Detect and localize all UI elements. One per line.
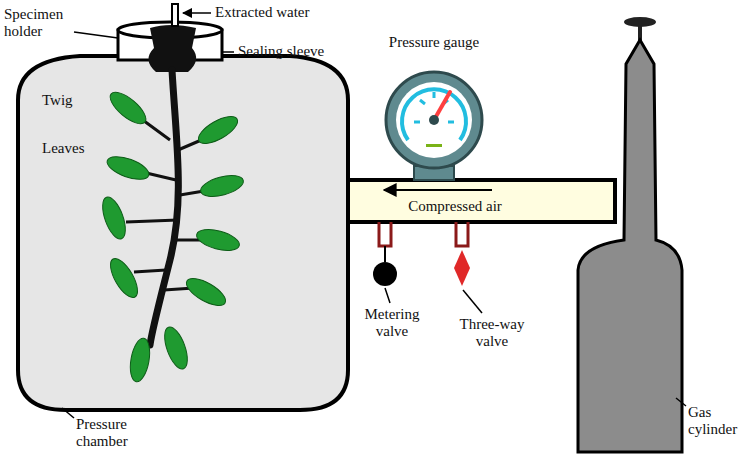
part-label: Compressed air	[408, 198, 502, 215]
valve-stem	[456, 222, 468, 246]
gauge-hub	[429, 115, 439, 125]
leader-line	[74, 32, 118, 38]
flow-arrow	[384, 189, 492, 191]
water-tube	[172, 4, 178, 26]
three-way-valve	[454, 250, 470, 286]
pressure-chamber	[18, 56, 348, 410]
leader-line	[676, 398, 686, 406]
leaves	[98, 87, 246, 383]
leader-line	[222, 51, 234, 53]
part-label: Extracted water	[215, 4, 310, 21]
gauge-face	[396, 82, 472, 158]
part-label: Three-way valve	[452, 316, 532, 351]
metering-valve	[373, 262, 397, 286]
leader-line	[62, 408, 74, 418]
part-label: Twig	[42, 92, 73, 109]
part-label: Pressure chamber	[76, 416, 151, 451]
sealing-sleeve	[148, 25, 196, 72]
part-label: Specimen holder	[4, 6, 78, 41]
gauge-scale	[402, 89, 466, 140]
part-label: Pressure gauge	[389, 34, 479, 51]
valve-stem	[384, 246, 386, 262]
twig	[150, 70, 178, 345]
part-label: Gas cylinder	[688, 404, 744, 439]
valve-stem	[379, 222, 391, 246]
part-label: Sealing sleeve	[238, 43, 324, 60]
part-label: Metering valve	[357, 306, 427, 341]
leader-line	[463, 290, 482, 313]
petioles	[126, 118, 210, 290]
gauge-mark	[426, 144, 442, 147]
pressure-gauge	[386, 72, 482, 168]
leader-line	[385, 288, 390, 303]
leader-arrow	[183, 12, 211, 14]
part-label: Leaves	[42, 140, 84, 157]
gas-cylinder	[578, 40, 682, 452]
air-pipe	[330, 180, 615, 222]
